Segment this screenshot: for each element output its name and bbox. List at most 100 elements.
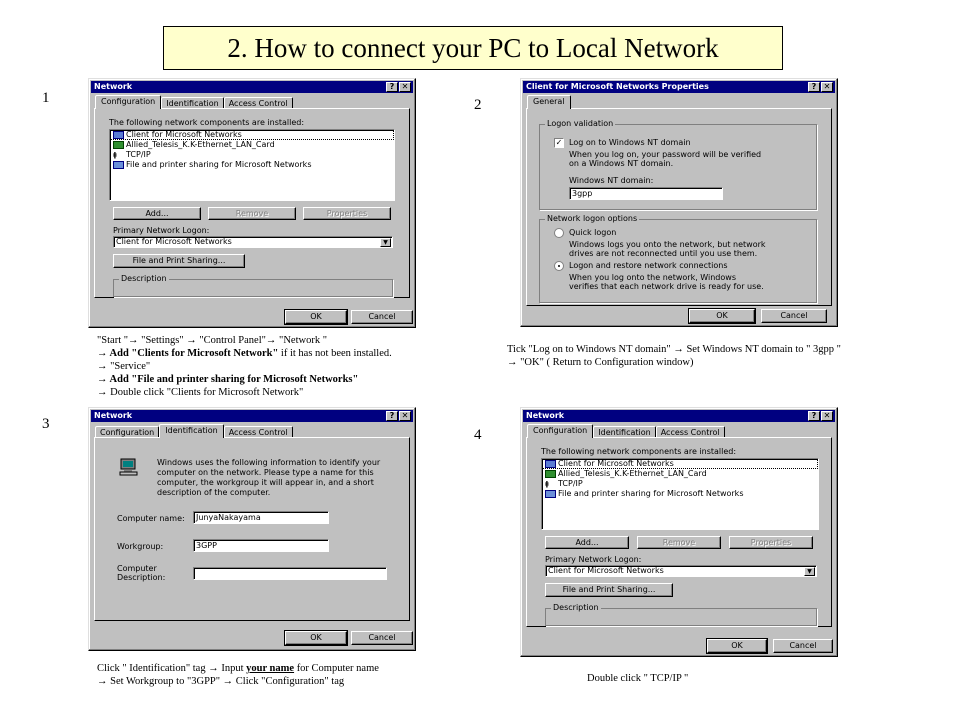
nt-domain-check-label: Log on to Windows NT domain [569, 138, 691, 147]
restore-logon-radio[interactable] [554, 261, 564, 271]
close-button[interactable]: ✕ [399, 411, 411, 421]
tab-panel: The following network components are ins… [526, 437, 832, 627]
logon-validation-group: Logon validation ✓ Log on to Windows NT … [539, 119, 817, 210]
ok-button[interactable]: OK [284, 630, 348, 646]
help-button[interactable]: ? [386, 82, 398, 92]
add-button[interactable]: Add... [113, 207, 201, 220]
add-button[interactable]: Add... [545, 536, 629, 549]
tab-strip: General [527, 95, 571, 109]
caption-step3: Click " Identification" tag → Input your… [97, 663, 379, 687]
list-item-client[interactable]: Client for Microsoft Networks [542, 459, 818, 469]
dialog-title: Network [94, 82, 133, 91]
identification-info: Windows uses the following information t… [157, 458, 381, 497]
tab-identification[interactable]: Identification [159, 424, 224, 438]
properties-button[interactable]: Properties [303, 207, 391, 220]
tab-panel: Windows uses the following information t… [94, 437, 410, 621]
cancel-button[interactable]: Cancel [761, 309, 827, 323]
cancel-button[interactable]: Cancel [773, 639, 833, 653]
tab-general[interactable]: General [527, 95, 571, 109]
remove-button[interactable]: Remove [637, 536, 721, 549]
ok-button[interactable]: OK [688, 308, 756, 324]
network-dialog-step1: Network ? ✕ Configuration Identification… [88, 78, 416, 328]
help-button[interactable]: ? [808, 411, 820, 421]
tab-configuration[interactable]: Configuration [95, 426, 160, 438]
computer-name-label: Computer name: [117, 514, 185, 523]
client-properties-dialog: Client for Microsoft Networks Properties… [520, 78, 838, 327]
close-button[interactable]: ✕ [821, 82, 833, 92]
list-item-file-sharing[interactable]: File and printer sharing for Microsoft N… [110, 160, 394, 170]
dialog-titlebar: Network ? ✕ [523, 410, 835, 422]
list-item-adapter[interactable]: Allied_Telesis_K.K-Ethernet_LAN_Card [110, 140, 394, 150]
caption-step2: Tick "Log on to Windows NT domain" → Set… [507, 344, 841, 368]
client-icon [545, 460, 556, 468]
client-icon [113, 131, 124, 139]
domain-label: Windows NT domain: [569, 176, 654, 185]
description-group: Description [113, 274, 393, 297]
sharing-icon [545, 490, 556, 498]
domain-input[interactable]: 3gpp [569, 187, 723, 200]
dialog-titlebar: Network ? ✕ [91, 81, 413, 93]
sharing-icon [113, 161, 124, 169]
properties-button[interactable]: Properties [729, 536, 813, 549]
tab-access-control[interactable]: Access Control [223, 426, 293, 438]
network-dialog-identification: Network ? ✕ Configuration Identification… [88, 407, 416, 651]
network-dialog-step4: Network ? ✕ Configuration Identification… [520, 407, 838, 657]
computer-network-icon [119, 458, 139, 476]
tab-panel: The following network components are ins… [94, 108, 410, 298]
cancel-button[interactable]: Cancel [351, 631, 413, 645]
cancel-button[interactable]: Cancel [351, 310, 413, 324]
primary-logon-label: Primary Network Logon: [545, 555, 642, 564]
computer-description-input[interactable] [193, 567, 387, 580]
protocol-icon: ǂ [113, 151, 117, 159]
help-button[interactable]: ? [808, 82, 820, 92]
help-button[interactable]: ? [386, 411, 398, 421]
ok-button[interactable]: OK [706, 638, 768, 654]
chevron-down-icon[interactable]: ▼ [380, 238, 391, 247]
nt-domain-checkbox[interactable]: ✓ [554, 138, 564, 148]
list-item-adapter[interactable]: Allied_Telesis_K.K-Ethernet_LAN_Card [542, 469, 818, 479]
workgroup-input[interactable]: 3GPP [193, 539, 329, 552]
tab-access-control[interactable]: Access Control [223, 97, 293, 109]
primary-logon-select[interactable]: Client for Microsoft Networks ▼ [113, 236, 393, 248]
tab-strip: Configuration Identification Access Cont… [95, 424, 293, 438]
dialog-title: Client for Microsoft Networks Properties [526, 82, 709, 91]
remove-button[interactable]: Remove [208, 207, 296, 220]
network-logon-options-group: Network logon options Quick logon Window… [539, 214, 817, 303]
tab-access-control[interactable]: Access Control [655, 426, 725, 438]
dialog-title: Network [526, 411, 565, 420]
file-print-sharing-button[interactable]: File and Print Sharing... [545, 583, 673, 597]
dialog-titlebar: Client for Microsoft Networks Properties… [523, 81, 835, 93]
close-button[interactable]: ✕ [399, 82, 411, 92]
network-card-icon [545, 470, 556, 478]
close-button[interactable]: ✕ [821, 411, 833, 421]
tab-configuration[interactable]: Configuration [95, 95, 162, 109]
dialog-title: Network [94, 411, 133, 420]
quick-logon-label: Quick logon [569, 228, 617, 237]
components-list[interactable]: Client for Microsoft Networks Allied_Tel… [541, 458, 819, 530]
list-item-file-sharing[interactable]: File and printer sharing for Microsoft N… [542, 489, 818, 499]
tab-strip: Configuration Identification Access Cont… [527, 424, 725, 438]
step-number-3: 3 [42, 416, 50, 432]
workgroup-label: Workgroup: [117, 542, 164, 551]
list-item-client[interactable]: Client for Microsoft Networks [110, 130, 394, 140]
step-number-2: 2 [474, 97, 482, 113]
step-number-1: 1 [42, 90, 50, 106]
tab-identification[interactable]: Identification [161, 97, 224, 109]
tab-configuration[interactable]: Configuration [527, 424, 594, 438]
ok-button[interactable]: OK [284, 309, 348, 325]
description-group: Description [545, 603, 817, 626]
caption-step1: "Start "→ "Settings" → "Control Panel"→ … [97, 335, 392, 398]
tab-identification[interactable]: Identification [593, 426, 656, 438]
quick-logon-desc: Windows logs you onto the network, but n… [569, 240, 766, 258]
quick-logon-radio[interactable] [554, 228, 564, 238]
caption-step4: Double click " TCP/IP " [587, 673, 689, 684]
primary-logon-select[interactable]: Client for Microsoft Networks ▼ [545, 565, 817, 577]
computer-name-input[interactable]: JunyaNakayama [193, 511, 329, 524]
components-list[interactable]: Client for Microsoft Networks Allied_Tel… [109, 129, 395, 201]
nt-domain-desc: When you log on, your password will be v… [569, 150, 762, 168]
chevron-down-icon[interactable]: ▼ [804, 567, 815, 576]
file-print-sharing-button[interactable]: File and Print Sharing... [113, 254, 245, 268]
step-number-4: 4 [474, 427, 482, 443]
